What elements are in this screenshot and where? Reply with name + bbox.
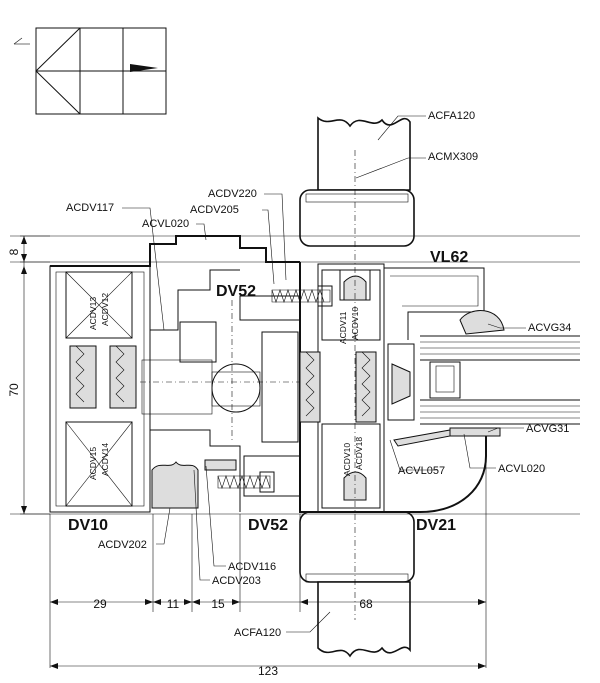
- label-acdv11: ACDV11: [338, 311, 348, 344]
- label-dv21: DV21: [416, 517, 456, 534]
- label-acdv12: ACDV12: [100, 293, 110, 326]
- label-acdv13: ACDV13: [88, 297, 98, 330]
- label-acvl020-top: ACVL020: [142, 218, 189, 230]
- label-acdv10-lower: ACDV10: [342, 443, 352, 476]
- dimension-vertical: [10, 235, 50, 515]
- label-dv10: DV10: [68, 517, 108, 534]
- dim-29: 29: [93, 597, 107, 611]
- label-acvl057: ACVL057: [398, 465, 445, 477]
- sash-outline: [299, 262, 487, 513]
- label-acmx309: ACMX309: [428, 151, 478, 163]
- dimension-horizontal: [49, 456, 487, 669]
- label-acvg31: ACVG31: [526, 423, 569, 435]
- screw-bottom: [217, 471, 275, 493]
- label-acdv117: ACDV117: [66, 202, 114, 214]
- label-acdv116: ACDV116: [228, 561, 276, 573]
- opening-symbol: [13, 27, 167, 115]
- label-acdv14: ACDV14: [100, 443, 110, 476]
- dim-height-total: 70: [7, 383, 21, 397]
- wall-bottom: [299, 511, 415, 658]
- label-acvl020-bottom: ACVL020: [498, 463, 545, 475]
- wall-top: [299, 116, 415, 247]
- dim-height-small: 8: [7, 248, 21, 255]
- label-vl62: VL62: [430, 249, 468, 266]
- label-acdv202: ACDV202: [98, 539, 147, 551]
- label-acvg34: ACVG34: [528, 322, 571, 334]
- label-acdv18: ACDV18: [354, 437, 364, 470]
- frame-outline: [20, 235, 580, 515]
- dim-68: 68: [359, 597, 373, 611]
- label-acdv205: ACDV205: [190, 204, 239, 216]
- label-dv52-bottom: DV52: [248, 517, 288, 534]
- label-acdv15: ACDV15: [88, 447, 98, 480]
- dim-11: 11: [167, 597, 180, 611]
- label-acfa120-bottom: ACFA120: [234, 627, 281, 639]
- leader-lines: [122, 115, 526, 633]
- glazing-unit: [387, 310, 580, 447]
- label-dv52-top: DV52: [216, 283, 256, 300]
- label-acdv203: ACDV203: [212, 575, 261, 587]
- label-acdv220: ACDV220: [208, 188, 257, 200]
- dim-123: 123: [258, 664, 278, 678]
- dim-15: 15: [211, 597, 225, 611]
- label-acfa120-top: ACFA120: [428, 110, 475, 122]
- direction-arrow-icon: [130, 64, 158, 72]
- label-acdv10-upper: ACDV10: [350, 307, 360, 340]
